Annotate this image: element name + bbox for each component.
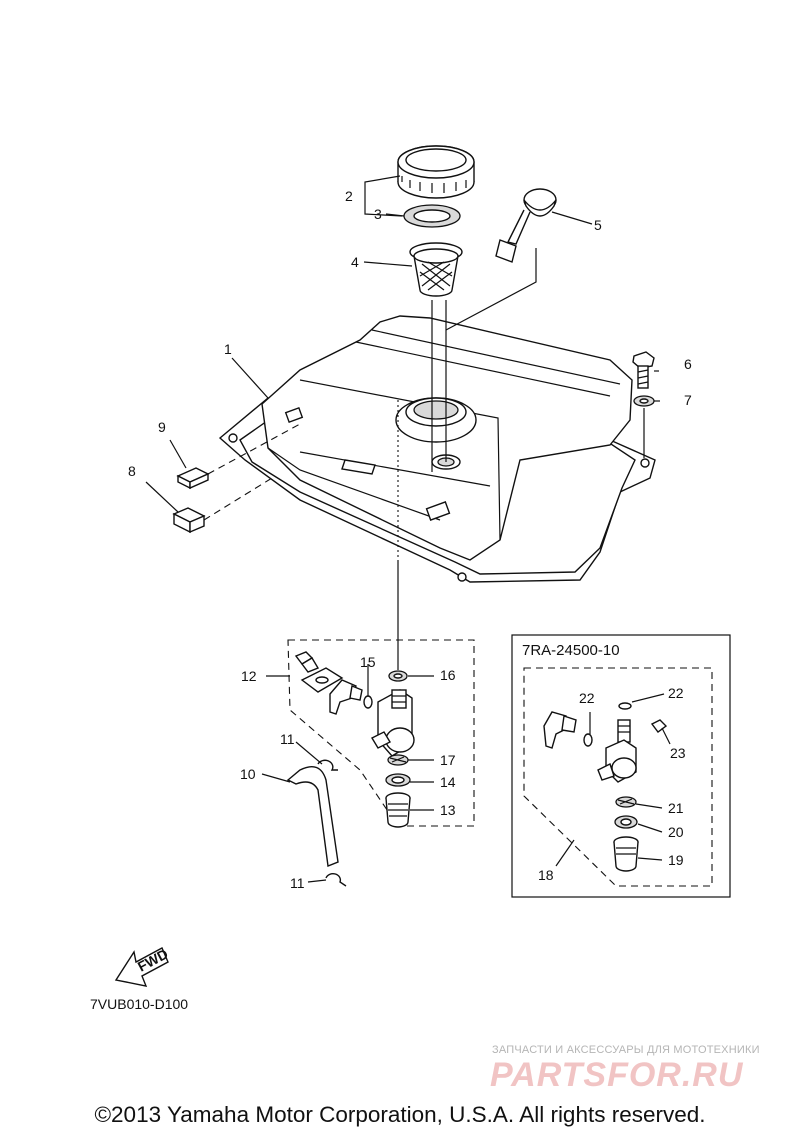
callout-6: 6: [684, 356, 692, 372]
callout-19: 19: [668, 852, 684, 868]
callout-numbers: 1 2 3 4 5 6 7 8 9 10 11 11 12 13 14 15 1…: [128, 188, 692, 891]
bolt: [632, 351, 655, 389]
damper-8: [172, 507, 206, 534]
hose-clip-lower: [307, 873, 347, 887]
callout-11-upper: 11: [280, 731, 295, 747]
callout-14: 14: [440, 774, 456, 790]
cap-gasket: [403, 204, 461, 228]
callout-10: 10: [240, 766, 256, 782]
washer: [633, 395, 655, 407]
callout-22-left: 22: [579, 690, 595, 706]
watermark-logo: PARTSFOR.RU: [490, 1056, 744, 1094]
callout-12: 12: [241, 668, 257, 684]
hose-clip-upper: [295, 741, 338, 771]
copyright-notice: ©2013 Yamaha Motor Corporation, U.S.A. A…: [94, 1102, 706, 1127]
damper-9: [176, 467, 210, 490]
callout-16: 16: [440, 667, 456, 683]
fwd-arrow-icon: FWD: [114, 946, 171, 987]
callout-7: 7: [684, 392, 692, 408]
callout-15: 15: [360, 654, 376, 670]
fuel-hose: [261, 766, 339, 867]
callout-5: 5: [594, 217, 602, 233]
callout-18: 18: [538, 867, 554, 883]
callout-3: 3: [374, 206, 382, 222]
callout-20: 20: [668, 824, 684, 840]
callout-22-right: 22: [668, 685, 684, 701]
leader-lines-upper: [145, 175, 660, 670]
callout-8: 8: [128, 463, 136, 479]
callout-21: 21: [668, 800, 684, 816]
drawing-code: 7VUB010-D100: [90, 996, 189, 1012]
callout-1: 1: [224, 341, 232, 357]
fuel-gauge: [495, 188, 557, 263]
callout-4: 4: [351, 254, 359, 270]
callout-17: 17: [440, 752, 456, 768]
callout-9: 9: [158, 419, 166, 435]
fuel-strainer: [409, 242, 463, 297]
fuel-cock-kit-box: [511, 634, 731, 898]
watermark-tagline: ЗАПЧАСТИ И АКСЕССУАРЫ ДЛЯ МОТОТЕХНИКИ: [492, 1044, 760, 1056]
fuel-tank: [218, 315, 656, 583]
callout-13: 13: [440, 802, 456, 818]
fuel-cock-assembly-12: [266, 639, 475, 828]
callout-11-lower: 11: [290, 875, 305, 891]
kit-part-number: 7RA-24500-10: [522, 642, 620, 659]
callout-23: 23: [670, 745, 686, 761]
callout-2: 2: [345, 188, 353, 204]
fuel-cap: [397, 145, 475, 199]
